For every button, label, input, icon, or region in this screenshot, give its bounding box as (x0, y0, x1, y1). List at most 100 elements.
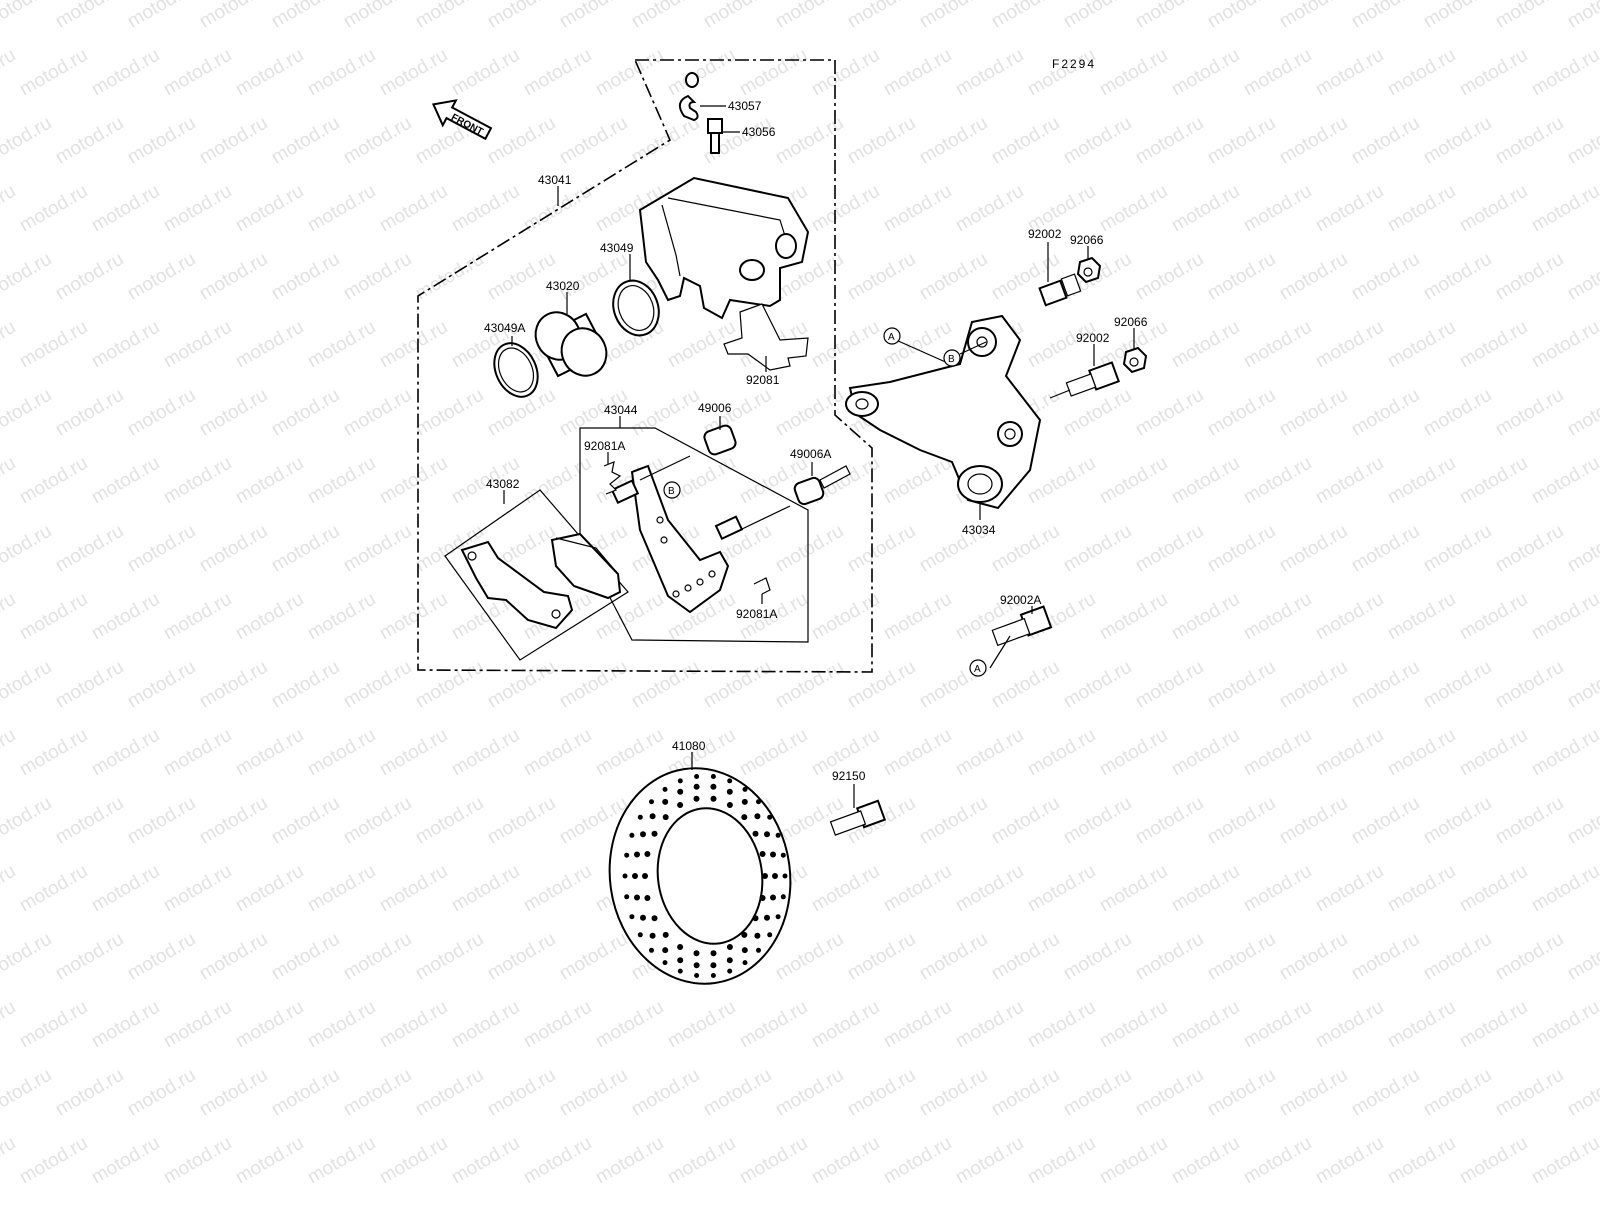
watermark-text: motod.ru (1276, 113, 1351, 169)
disc-hole (710, 973, 716, 978)
watermark-text: motod.ru (1060, 1065, 1135, 1121)
watermark-text: motod.ru (520, 45, 595, 101)
watermark-text: motod.ru (0, 1133, 19, 1189)
watermark-text: motod.ru (340, 1065, 415, 1121)
label-49006: 49006 (698, 401, 732, 415)
disc-hole (742, 960, 748, 966)
watermark-text: motod.ru (196, 793, 271, 849)
watermark-text: motod.ru (52, 521, 127, 577)
watermark-text: motod.ru (808, 997, 883, 1053)
watermark-text: motod.ru (1312, 861, 1387, 917)
disc-hole (759, 851, 766, 857)
watermark-text: motod.ru (1384, 317, 1459, 373)
watermark-text: motod.ru (340, 249, 415, 305)
watermark-text: motod.ru (0, 929, 55, 985)
watermark-text: motod.ru (484, 0, 559, 32)
disc-hole (741, 798, 748, 805)
disc-hole (756, 799, 761, 805)
watermark-text: motod.ru (16, 725, 91, 781)
watermark-text: motod.ru (556, 113, 631, 169)
watermark-text: motod.ru (1168, 861, 1243, 917)
part-92081A-upper (603, 461, 622, 495)
watermark-text: motod.ru (376, 1133, 451, 1189)
watermark-text: motod.ru (196, 521, 271, 577)
watermark-text: motod.ru (1564, 793, 1600, 849)
watermark-text: motod.ru (16, 181, 91, 237)
watermark-text: motod.ru (412, 385, 487, 441)
watermark-text: motod.ru (1492, 113, 1567, 169)
watermark-text: motod.ru (1168, 45, 1243, 101)
watermark-text: motod.ru (124, 385, 199, 441)
disc-hole (649, 947, 654, 953)
part-92081A-lower (753, 577, 771, 595)
disc-hole (693, 962, 700, 969)
part-92002-middle (1049, 361, 1120, 399)
disc-hole (710, 962, 717, 969)
watermark-text: motod.ru (700, 1065, 775, 1121)
watermark-text: motod.ru (1276, 521, 1351, 577)
disc-hole (677, 802, 684, 808)
watermark-text: motod.ru (1456, 317, 1531, 373)
watermark-text: motod.ru (412, 929, 487, 985)
watermark-text: motod.ru (232, 589, 307, 645)
watermark-text: motod.ru (1528, 861, 1600, 917)
watermark-text: motod.ru (1564, 113, 1600, 169)
disc-hole (629, 832, 635, 838)
watermark-text: motod.ru (340, 929, 415, 985)
watermark-text: motod.ru (1348, 521, 1423, 577)
watermark-text: motod.ru (628, 385, 703, 441)
disc-hole (694, 973, 700, 978)
watermark-text: motod.ru (124, 929, 199, 985)
part-43020 (534, 311, 608, 378)
watermark-text: motod.ru (844, 657, 919, 713)
disc-hole (649, 932, 656, 939)
watermark-text: motod.ru (376, 997, 451, 1053)
watermark-text: motod.ru (448, 997, 523, 1053)
watermark-text: motod.ru (1096, 45, 1171, 101)
figure-code: F2294 (1052, 57, 1096, 71)
watermark-text: motod.ru (1096, 725, 1171, 781)
watermark-text: motod.ru (1024, 453, 1099, 509)
watermark-text: motod.ru (88, 181, 163, 237)
watermark-text: motod.ru (880, 861, 955, 917)
disc-hole (764, 831, 770, 838)
disc-hole (677, 944, 684, 950)
disc-hole (767, 932, 773, 938)
watermark-text: motod.ru (952, 181, 1027, 237)
watermark-text: motod.ru (880, 181, 955, 237)
watermark-text: motod.ru (808, 317, 883, 373)
watermark-text: motod.ru (1492, 1065, 1567, 1121)
watermark-text: motod.ru (1060, 793, 1135, 849)
watermark-text: motod.ru (1096, 1133, 1171, 1189)
disc-hole (632, 873, 638, 879)
watermark-text: motod.ru (1456, 45, 1531, 101)
disc-hole (754, 813, 761, 820)
watermark-text: motod.ru (268, 1065, 343, 1121)
watermark-text: motod.ru (1240, 589, 1315, 645)
watermark-text: motod.ru (304, 317, 379, 373)
part-43049 (612, 279, 660, 337)
watermark-text: motod.ru (124, 1065, 199, 1121)
watermark-text: motod.ru (1348, 793, 1423, 849)
watermark-text: motod.ru (772, 521, 847, 577)
watermark-text: motod.ru (376, 589, 451, 645)
watermark-text: motod.ru (1384, 589, 1459, 645)
watermark-text: motod.ru (1420, 1065, 1495, 1121)
watermark-text: motod.ru (952, 45, 1027, 101)
watermark-text: motod.ru (880, 589, 955, 645)
watermark-text: motod.ru (880, 453, 955, 509)
disc-hole (642, 873, 648, 879)
disc-hole (629, 914, 635, 920)
watermark-text: motod.ru (1240, 453, 1315, 509)
watermark-text: motod.ru (160, 181, 235, 237)
watermark-text: motod.ru (1204, 793, 1279, 849)
watermark-text: motod.ru (808, 1133, 883, 1189)
watermark-text: motod.ru (592, 1133, 667, 1189)
watermark-text: motod.ru (844, 249, 919, 305)
watermark-text: motod.ru (592, 45, 667, 101)
watermark-text: motod.ru (1276, 1065, 1351, 1121)
disc-hole (726, 802, 733, 808)
watermark-text: motod.ru (1384, 861, 1459, 917)
label-92002-middle: 92002 (1076, 331, 1110, 345)
